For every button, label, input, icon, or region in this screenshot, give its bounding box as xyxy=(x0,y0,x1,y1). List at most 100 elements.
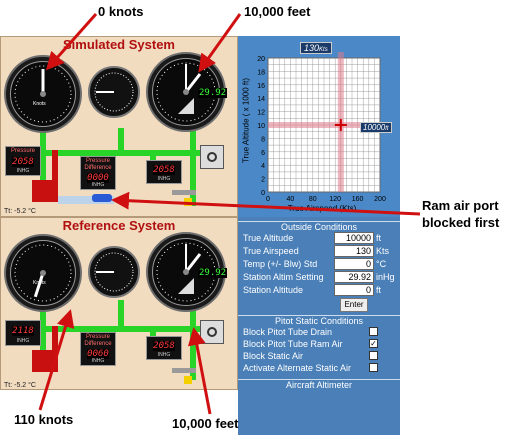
ref-temperature: Tt: -5.2 °C xyxy=(4,382,36,389)
sim-static-probe xyxy=(172,190,196,195)
ref-diff-label-1: Pressure xyxy=(85,334,110,340)
chart-xtick: 160 xyxy=(352,196,364,203)
chart-altitude-unit: ft xyxy=(385,126,389,132)
station-altitude-input[interactable]: 0 xyxy=(334,284,374,296)
chart-speed-value: 130 xyxy=(304,43,320,53)
annotation-altitude-bottom: 10,000 feet xyxy=(172,416,239,431)
aircraft-altimeter-header: Aircraft Altimeter xyxy=(238,379,400,390)
simulated-system-title: Simulated System xyxy=(63,37,175,52)
station-altitude-unit: ft xyxy=(376,285,382,295)
sim-turn-indicator xyxy=(200,145,224,169)
sim-pressure-value: 2058 xyxy=(12,157,34,167)
ref-pressure-display: 2118 INHG xyxy=(5,320,41,346)
arrow-altitude-top xyxy=(198,13,242,73)
chart-ytick: 0 xyxy=(261,190,265,197)
sim-pitot-probe xyxy=(92,194,112,202)
chart-ytick: 10 xyxy=(257,123,265,130)
sim-diff-unit: INHG xyxy=(91,182,105,188)
reference-system-title: Reference System xyxy=(62,218,176,233)
sim-vsi-svg xyxy=(94,72,134,112)
ref-static-unit: INHG xyxy=(157,352,171,358)
chart-altitude-value: 10000 xyxy=(363,123,386,132)
ref-diff-unit: INHG xyxy=(91,358,105,364)
annotation-ram-air-2: blocked first xyxy=(422,215,500,230)
arrow-zero-knots xyxy=(46,13,98,71)
sim-pressure-display: Pressure 2058 INHG xyxy=(5,146,41,176)
true-airspeed-input[interactable]: 130 xyxy=(334,245,374,257)
altim-setting-input[interactable]: 29.92 xyxy=(334,271,374,283)
ref-altimeter-hatch xyxy=(178,278,194,294)
sim-red-pipe xyxy=(52,150,58,200)
ref-pressure-value: 2118 xyxy=(12,326,34,336)
pitot-static-header: Pitot Static Conditions xyxy=(238,315,400,326)
true-airspeed-unit: Kts xyxy=(376,246,390,256)
sim-red-tank xyxy=(32,180,58,202)
chart-speed-readout: 130Kts xyxy=(300,42,332,54)
sim-turn-dot xyxy=(207,152,217,162)
chart-ytick: 16 xyxy=(257,83,265,90)
chart-ytick: 20 xyxy=(257,56,265,63)
sim-vsi-gauge xyxy=(88,66,140,118)
chart-xtick: 0 xyxy=(266,196,270,203)
sim-static-unit: INHG xyxy=(157,176,171,182)
temp-input[interactable]: 0 xyxy=(334,258,374,270)
ref-vsi-gauge xyxy=(88,246,140,298)
sim-airspeed-unit: Knots xyxy=(33,101,46,107)
true-altitude-input[interactable]: 10000 xyxy=(334,232,374,244)
temp-label: Temp (+/- Blw) Std xyxy=(243,259,318,269)
ref-diff-value: 0060 xyxy=(87,349,109,359)
chart-speed-unit: Kts xyxy=(319,47,328,53)
chart-xtick: 200 xyxy=(374,196,386,203)
ref-static-display: 2058 INHG xyxy=(146,336,182,360)
annotation-110-knots: 110 knots xyxy=(14,412,74,427)
sim-static-value: 2058 xyxy=(153,165,175,175)
ref-diff-display: Pressure Difference 0060 INHG xyxy=(80,332,116,366)
annotation-altitude-top: 10,000 feet xyxy=(244,4,311,19)
ref-static-value: 2058 xyxy=(153,341,175,351)
sim-airspeed-gauge: Knots xyxy=(4,55,82,133)
sim-pipe-a xyxy=(40,130,46,185)
sim-pressure-unit: INHG xyxy=(16,168,30,174)
enter-button[interactable]: Enter xyxy=(340,298,368,312)
arrow-altitude-bottom xyxy=(187,327,212,415)
sim-pipe-c xyxy=(118,128,124,156)
sim-pressure-label: Pressure xyxy=(10,148,35,154)
annotation-ram-air-1: Ram air port xyxy=(422,198,499,213)
ref-turn-dot xyxy=(207,327,217,337)
station-altitude-label: Station Altitude xyxy=(243,285,304,295)
chart-ytick: 6 xyxy=(261,150,265,157)
chart-ytick: 12 xyxy=(257,110,265,117)
true-altitude-label: True Altitude xyxy=(243,233,294,243)
ref-red-pipe xyxy=(52,326,58,366)
sim-altimeter-setting: 29.92 xyxy=(198,88,228,98)
sim-altimeter-hatch xyxy=(178,98,194,114)
ref-airspeed-unit: Knots xyxy=(33,280,46,286)
sim-diff-label-1: Pressure xyxy=(85,158,110,164)
pitot-item-3-checkbox[interactable] xyxy=(369,363,378,372)
arrow-ram-air xyxy=(111,191,421,216)
chart-xtick: 40 xyxy=(287,196,295,203)
ref-pressure-unit: INHG xyxy=(16,338,30,344)
sim-diff-display: Pressure Difference 0000 INHG xyxy=(80,156,116,190)
pitot-item-0-checkbox[interactable] xyxy=(369,327,378,336)
chart-altitude-band xyxy=(268,122,390,128)
sim-diff-label-2: Difference xyxy=(84,165,112,171)
altim-setting-unit: inHg xyxy=(376,272,395,282)
ref-static-probe xyxy=(172,368,196,373)
temp-unit: °C xyxy=(376,259,387,269)
chart-ytick: 14 xyxy=(257,96,265,103)
sim-diff-value: 0000 xyxy=(87,173,109,183)
arrow-110-knots xyxy=(38,309,75,411)
ref-red-tank xyxy=(32,350,58,372)
pitot-item-3-label: Activate Alternate Static Air xyxy=(243,363,352,373)
ref-pipe-c xyxy=(118,300,124,332)
chart-xtick: 120 xyxy=(329,196,341,203)
ref-static-cap xyxy=(184,376,192,384)
pitot-item-1-checkbox[interactable]: ✓ xyxy=(369,339,378,348)
chart-ytick: 8 xyxy=(261,136,265,143)
sim-temperature: Tt: -5.2 °C xyxy=(4,208,36,215)
pitot-item-2-checkbox[interactable] xyxy=(369,351,378,360)
ref-airspeed-needle xyxy=(33,272,45,298)
